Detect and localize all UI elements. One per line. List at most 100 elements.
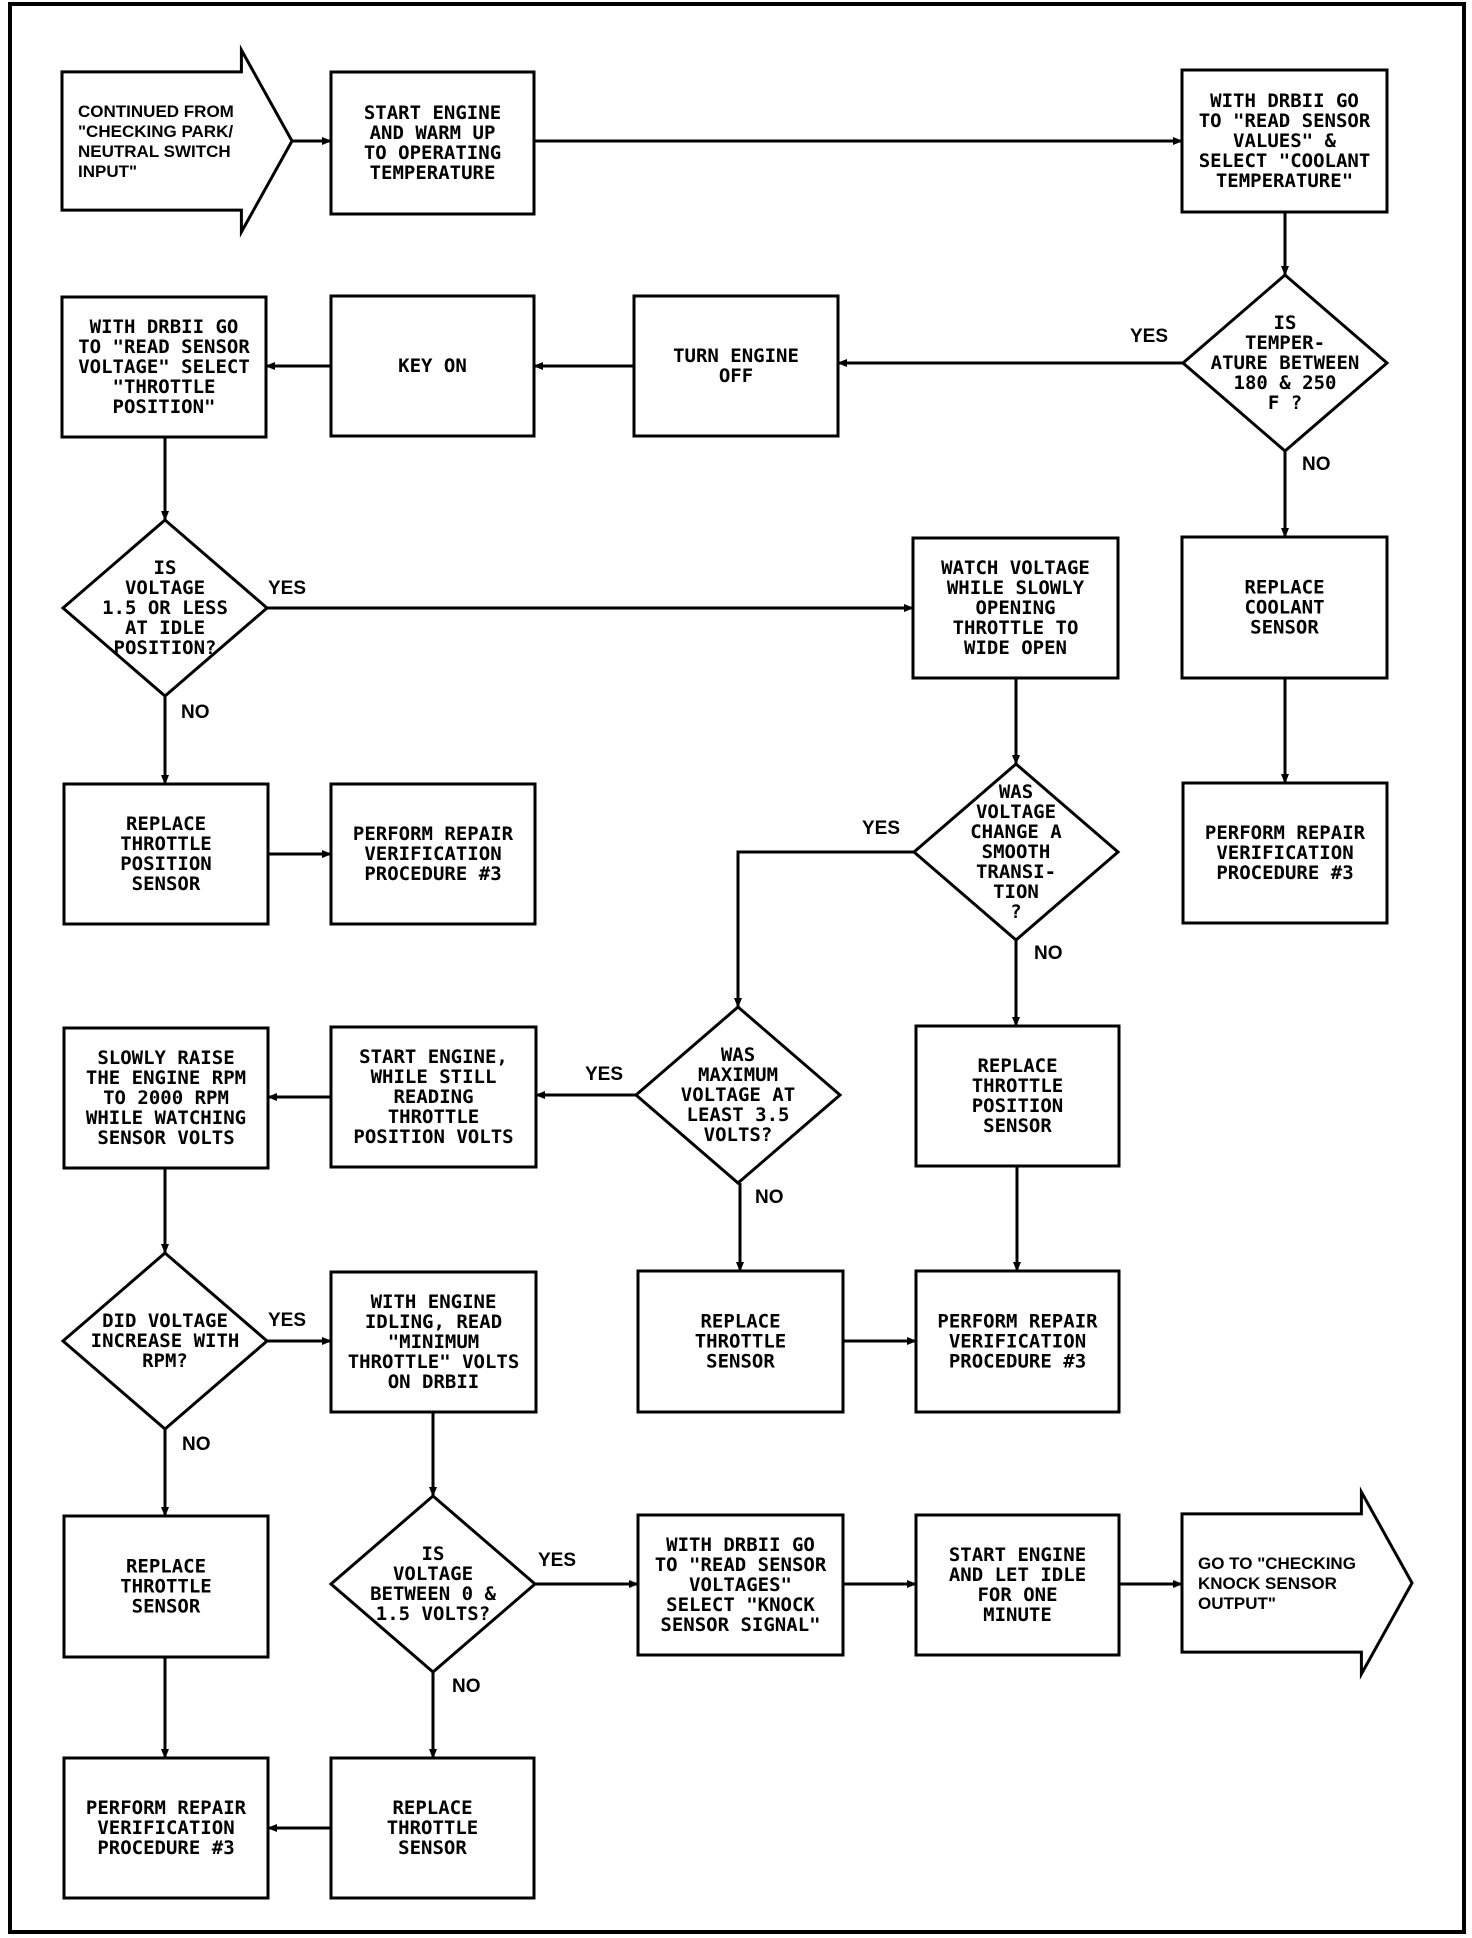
node-text-line: TO 2000 RPM	[103, 1087, 229, 1109]
node-text-line: LEAST 3.5	[687, 1104, 790, 1126]
node-text-line: TO "READ SENSOR	[1199, 110, 1371, 132]
node-text-line: INCREASE WITH	[91, 1330, 240, 1352]
node-text-line: THROTTLE	[972, 1075, 1064, 1097]
process-box	[329, 1270, 538, 1414]
node-text-line: VERIFICATION	[364, 843, 501, 865]
node-text-line: WHILE WATCHING	[86, 1107, 246, 1129]
node-text-line: AT IDLE	[125, 617, 205, 639]
node-text-line: SLOWLY RAISE	[97, 1047, 234, 1069]
node-text-line: REPLACE	[126, 813, 206, 835]
process-box	[329, 294, 536, 438]
node-text-line: PERFORM REPAIR	[1205, 822, 1366, 844]
node-text-line: OFF	[719, 365, 753, 387]
nodes: CONTINUED FROM"CHECKING PARK/NEUTRAL SWI…	[60, 44, 1414, 1900]
node-text-line: SENSOR	[132, 873, 201, 895]
node-text-line: WHILE STILL	[371, 1066, 497, 1088]
decision-diamond	[60, 1251, 270, 1431]
process-box	[62, 782, 270, 926]
node-text-line: VERIFICATION	[949, 1331, 1086, 1353]
node-text-line: VERIFICATION	[97, 1817, 234, 1839]
process-box	[62, 1756, 270, 1900]
node-text-line: OUTPUT"	[1198, 1594, 1276, 1613]
connector-arrow	[734, 850, 914, 1008]
node-text-line: IDLING, READ	[365, 1311, 502, 1333]
node-text-line: "MINIMUM	[388, 1331, 480, 1353]
node-text-line: SENSOR VOLTS	[97, 1127, 234, 1149]
process-box	[911, 536, 1120, 680]
decision-diamond	[911, 762, 1121, 942]
node-text-line: DID VOLTAGE	[102, 1310, 228, 1332]
node-text-line: PROCEDURE #3	[949, 1351, 1086, 1373]
node-text-line: 180 & 250	[1234, 372, 1337, 394]
node-text-line: AND LET IDLE	[949, 1564, 1086, 1586]
node-text-line: START ENGINE	[364, 102, 501, 124]
node-text-line: SENSOR	[1250, 617, 1319, 639]
node-text-line: SENSOR	[398, 1837, 467, 1859]
node-text-line: "CHECKING PARK/	[78, 122, 233, 141]
node-text-line: REPLACE	[126, 1556, 206, 1578]
edge-label-no: NO	[181, 702, 210, 723]
node-text-line: VOLTAGE	[976, 801, 1056, 823]
node-text-line: 1.5 OR LESS	[102, 597, 228, 619]
node-text-line: READING	[393, 1086, 473, 1108]
edge-label-yes: YES	[1130, 326, 1168, 347]
node-text-line: TO "READ SENSOR	[78, 336, 250, 358]
node-text-line: WAS	[721, 1044, 755, 1066]
node-text-line: VERIFICATION	[1216, 842, 1353, 864]
node-text-line: VALUES" &	[1233, 130, 1337, 152]
node-text-line: WITH DRBII GO	[1210, 90, 1359, 112]
node-text-line: POSITION	[972, 1095, 1064, 1117]
node-text-line: TEMPERATURE	[370, 162, 496, 184]
node-text-line: PROCEDURE #3	[97, 1837, 234, 1859]
node-text-line: "THROTTLE	[113, 376, 216, 398]
node-text-line: RPM?	[142, 1350, 188, 1372]
process-box	[1181, 781, 1389, 925]
node-text-line: THROTTLE TO	[953, 617, 1079, 639]
node-text-line: SMOOTH	[982, 841, 1051, 863]
node-text-line: POSITION	[120, 853, 212, 875]
node-text-line: VOLTAGE	[125, 577, 205, 599]
node-text-line: THROTTLE	[388, 1106, 480, 1128]
node-text-line: REPLACE	[700, 1311, 780, 1333]
node-text-line: IS	[1274, 312, 1297, 334]
process-box	[62, 1514, 270, 1659]
process-box	[636, 1269, 845, 1414]
edge-label-no: NO	[182, 1434, 211, 1455]
node-text-line: 1.5 VOLTS?	[376, 1603, 490, 1625]
node-text-line: INPUT"	[78, 162, 137, 181]
node-text-line: REPLACE	[392, 1797, 472, 1819]
edge-label-no: NO	[1302, 454, 1331, 475]
node-text-line: VOLTAGE AT	[681, 1084, 795, 1106]
node-text-line: OPENING	[975, 597, 1055, 619]
node-text-line: IS	[422, 1543, 445, 1565]
edge-label-yes: YES	[862, 818, 900, 839]
node-text-line: ON DRBII	[388, 1371, 480, 1393]
node-text-line: WIDE OPEN	[964, 637, 1067, 659]
node-cont-from: CONTINUED FROM"CHECKING PARK/NEUTRAL SWI…	[60, 44, 294, 238]
node-text-line: SENSOR SIGNAL"	[660, 1614, 820, 1636]
node-text-line: WHILE SLOWLY	[947, 577, 1085, 599]
decision-diamond	[60, 518, 270, 698]
node-text-line: PERFORM REPAIR	[353, 823, 514, 845]
node-text-line: TEMPERATURE"	[1216, 170, 1353, 192]
node-text-line: REPLACE	[977, 1055, 1057, 1077]
decision-diamond	[633, 1005, 843, 1185]
process-box	[60, 295, 268, 439]
node-text-line: WITH DRBII GO	[666, 1534, 815, 1556]
process-box	[636, 1513, 845, 1657]
node-text-line: CONTINUED FROM	[78, 102, 234, 121]
